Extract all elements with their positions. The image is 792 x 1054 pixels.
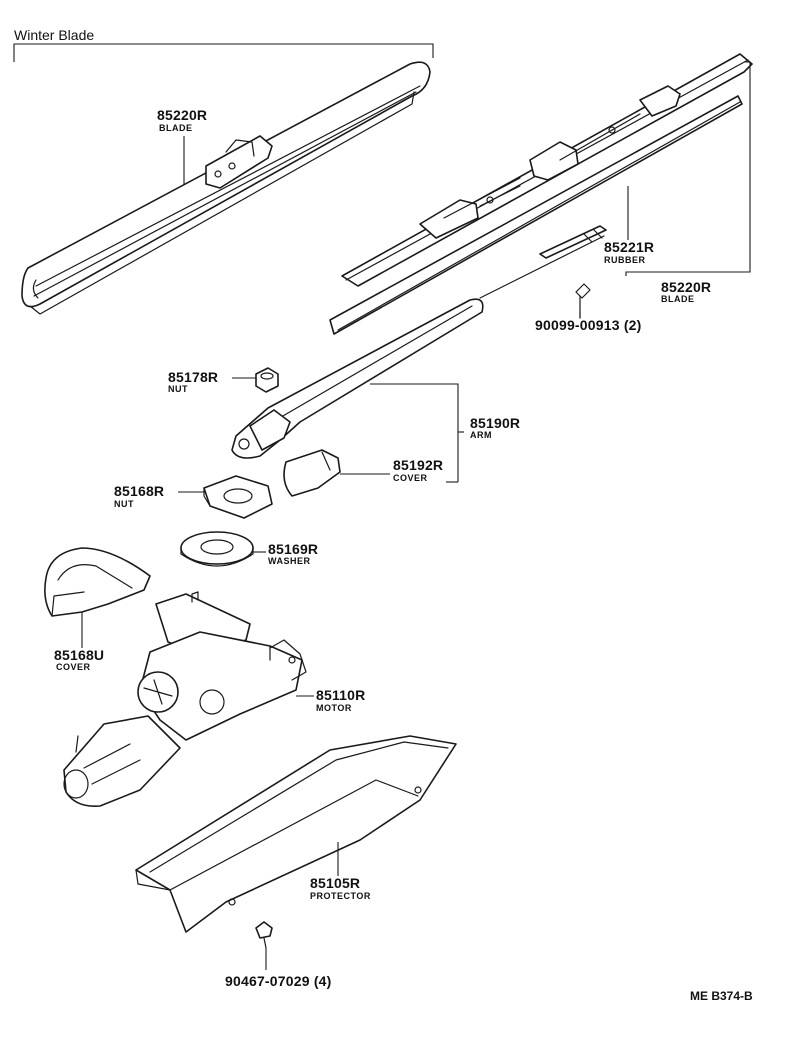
- part-number: 85190R: [470, 415, 520, 431]
- winter-blade-illustration: [21, 61, 431, 315]
- callout-arm-nut: 85178R NUT: [168, 369, 218, 394]
- part-name: PROTECTOR: [310, 891, 371, 901]
- part-number: 85168R: [114, 483, 164, 499]
- part-name: WASHER: [268, 556, 311, 566]
- part-number: 85220R: [661, 279, 711, 295]
- part-number: 85168U: [54, 647, 104, 663]
- callout-arm-cover: 85192R COVER: [393, 457, 443, 483]
- motor-cover-illustration: [44, 547, 151, 617]
- part-name: MOTOR: [316, 703, 352, 713]
- part-name: BLADE: [159, 123, 193, 133]
- part-number: 85220R: [157, 107, 207, 123]
- screw-illustration: [575, 283, 591, 319]
- callout-blade-lower: 85220R BLADE: [661, 279, 711, 304]
- callout-screw: 90099-00913 (2): [535, 317, 642, 333]
- part-name: NUT: [114, 499, 134, 509]
- callout-washer: 85169R WASHER: [268, 541, 318, 566]
- callout-rubber: 85221R RUBBER: [604, 239, 654, 265]
- header-title: Winter Blade: [14, 27, 94, 43]
- part-name: NUT: [168, 384, 188, 394]
- arm-nut-illustration: [255, 367, 279, 393]
- part-number: 85105R: [310, 875, 360, 891]
- motor-illustration: [63, 591, 307, 808]
- leader-lines: [81, 61, 751, 970]
- callout-protector: 85105R PROTECTOR: [310, 875, 371, 901]
- callout-motor: 85110R MOTOR: [316, 687, 365, 713]
- part-number: 90467-07029 (4): [225, 973, 332, 989]
- callout-arm: 85190R ARM: [470, 415, 520, 440]
- part-number: 85192R: [393, 457, 443, 473]
- diagram-reference-code: ME B374-B: [690, 989, 753, 1003]
- callout-bolt: 90467-07029 (4): [225, 973, 332, 989]
- arm-cover-illustration: [283, 449, 341, 497]
- part-name: RUBBER: [604, 255, 646, 265]
- part-number: 85221R: [604, 239, 654, 255]
- protector-illustration: [135, 735, 457, 933]
- callout-motor-cover: 85168U COVER: [54, 647, 104, 672]
- blade-and-rubber-illustration: [329, 53, 753, 335]
- part-name: BLADE: [661, 294, 695, 304]
- callout-blade-upper: 85220R BLADE: [157, 107, 207, 133]
- callout-pivot-nut: 85168R NUT: [114, 483, 164, 509]
- pivot-nut-illustration: [203, 475, 273, 519]
- part-number: 85169R: [268, 541, 318, 557]
- part-name: COVER: [56, 662, 91, 672]
- part-number: 90099-00913 (2): [535, 317, 642, 333]
- winter-blade-header: Winter Blade: [13, 27, 434, 62]
- part-name: ARM: [470, 430, 492, 440]
- part-name: COVER: [393, 473, 428, 483]
- bolt-illustration: [255, 921, 273, 949]
- arm-illustration: [231, 235, 605, 459]
- washer-illustration: [180, 531, 254, 567]
- part-number: 85178R: [168, 369, 218, 385]
- part-number: 85110R: [316, 687, 365, 703]
